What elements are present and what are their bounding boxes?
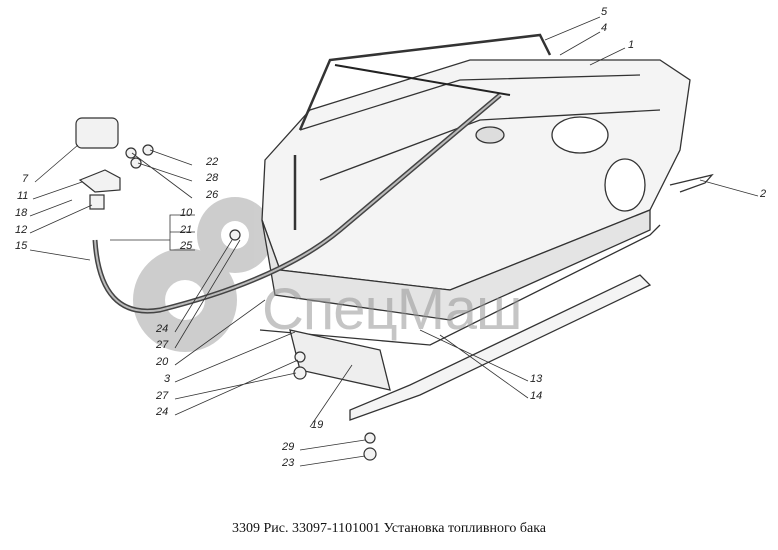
callout-label: 25 [180,240,193,252]
callout-label: 21 [180,224,193,236]
callout-label: 15 [15,240,28,252]
watermark-gear-icon [133,197,273,352]
callout-label: 3 [164,373,171,385]
callout-label: 5 [601,6,608,18]
callout-label: 27 [156,339,169,351]
callout-label: 4 [601,22,608,34]
callout-label: 28 [206,172,219,184]
callout-label: 11 [17,190,29,202]
callout-label: 1 [628,39,635,51]
callout-label: 18 [15,207,28,219]
callout-label: 22 [206,156,219,168]
callout-label: 27 [156,390,169,402]
callout-label: 20 [156,356,169,368]
callout-label: 12 [15,224,28,236]
callout-label: 19 [311,419,324,431]
callout-label: 26 [206,189,219,201]
callout-label: 13 [530,373,543,385]
watermark-text: СпецМаш [262,277,523,342]
callout-label: 14 [530,390,543,402]
callout-label: 10 [180,207,193,219]
callout-label: 7 [22,173,29,185]
fuel-tank [261,33,691,321]
callout-label: 24 [156,323,169,335]
callout-label: 29 [282,441,295,453]
callout-label: 2 [760,188,767,200]
callout-label: 23 [282,457,295,469]
callout-label: 24 [156,406,169,418]
figure-caption: 3309 Рис. 33097-1101001 Установка топлив… [231,521,547,536]
